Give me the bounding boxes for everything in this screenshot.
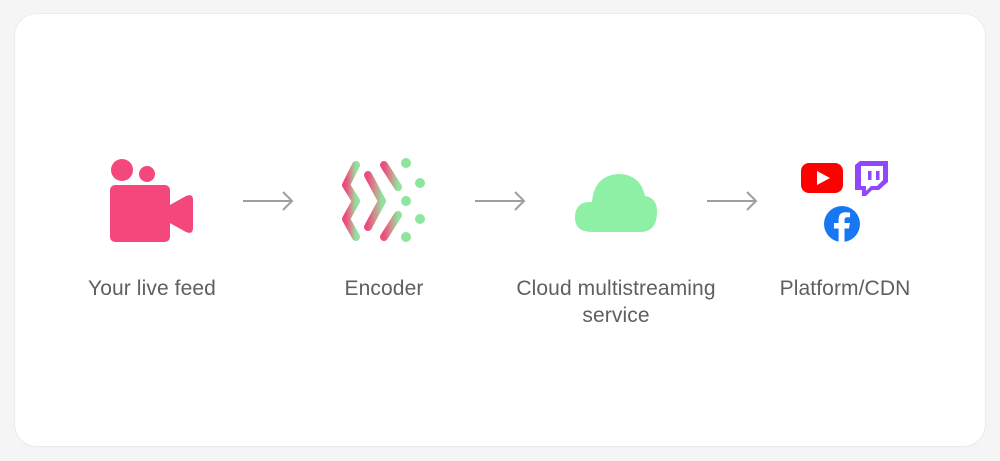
step-label-live-feed: Your live feed	[88, 277, 216, 300]
twitch-icon	[855, 161, 888, 196]
youtube-icon	[801, 163, 843, 193]
arrow-icon	[475, 191, 526, 211]
step-label-line: Cloud multistreaming	[516, 277, 716, 300]
step-label-cloud-service: Cloud multistreaming service	[486, 275, 746, 329]
facebook-icon	[824, 206, 860, 242]
arrow-icon	[243, 191, 294, 211]
diagram-card	[15, 14, 985, 446]
video-camera-icon	[110, 159, 193, 242]
step-label-encoder: Encoder	[344, 277, 424, 300]
encoder-icon	[342, 158, 425, 242]
step-label-line: service	[582, 304, 650, 327]
step-label-platform-cdn: Platform/CDN	[779, 277, 911, 300]
cloud-icon	[574, 174, 658, 232]
arrow-icon	[707, 191, 758, 211]
